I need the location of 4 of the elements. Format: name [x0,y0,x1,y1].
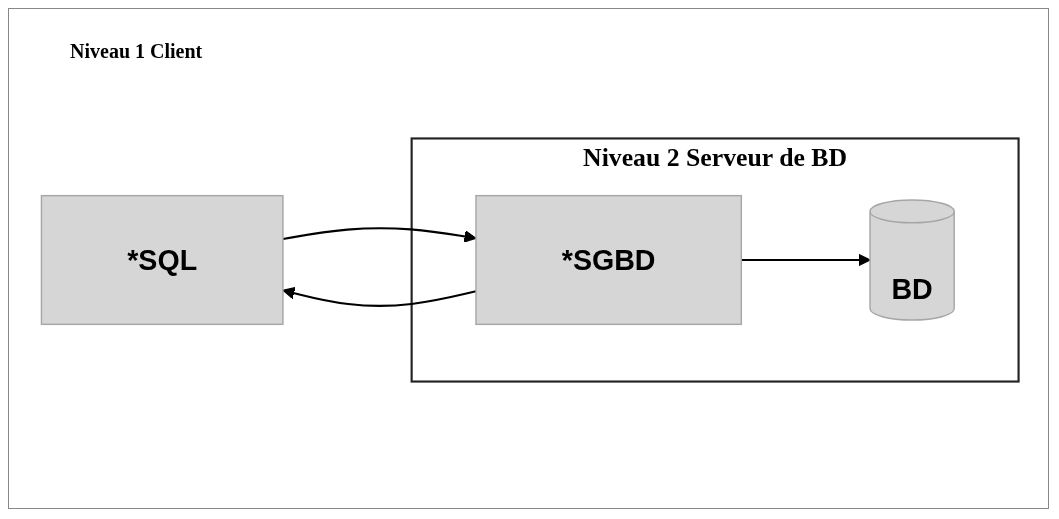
node-box: *SQL [40,194,284,326]
tier-heading: Niveau 1 Client [70,40,204,63]
node-box: *SGBD [475,194,743,326]
arrow [741,253,871,267]
